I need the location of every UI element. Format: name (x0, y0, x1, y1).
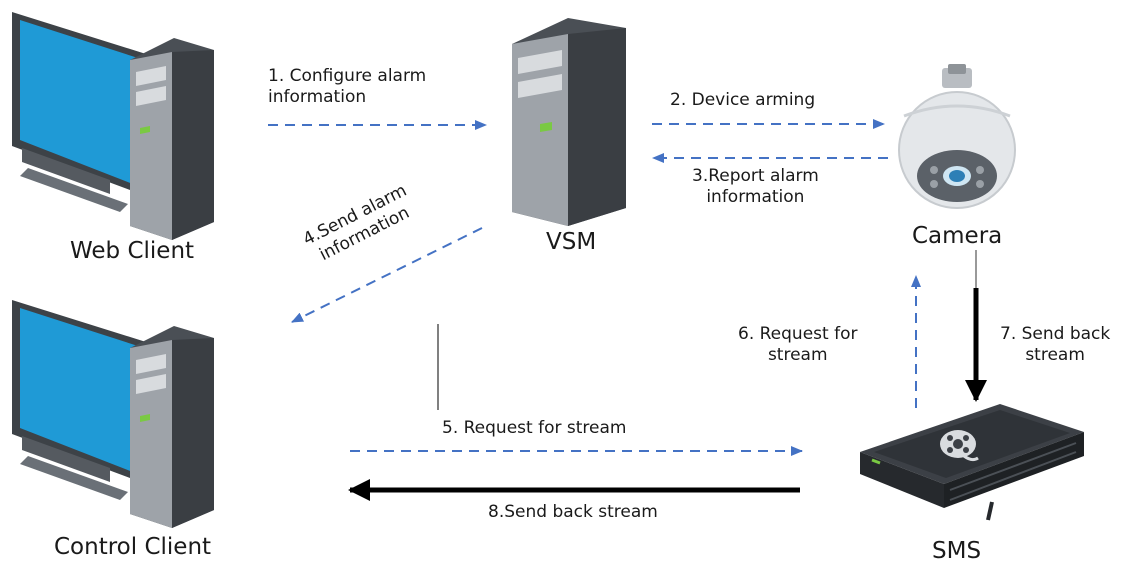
edge-label-7-line-1: 7. Send back (1000, 324, 1111, 344)
edge-label-2: 2. Device arming (670, 90, 815, 111)
sms-label: SMS (932, 538, 982, 564)
control-client-label: Control Client (54, 534, 212, 560)
edge-label-3: 3.Report alarm information (692, 166, 819, 209)
camera-label: Camera (912, 223, 1003, 249)
edge-label-6-line-2: stream (767, 345, 828, 366)
arrow-4-send-alarm (291, 227, 483, 323)
web-client-label: Web Client (70, 238, 195, 264)
edge-label-1: 1. Configure alarm information (268, 66, 426, 109)
edge-label-1-line-1: 1. Configure alarm (268, 66, 427, 86)
dome-camera-icon (898, 64, 1016, 209)
edge-label-6-line-1: 6. Request for (738, 324, 858, 344)
control-client-computer-icon (12, 300, 214, 528)
edge-label-7: 7. Send back stream (1000, 324, 1110, 367)
vsm-label: VSM (546, 229, 597, 255)
edge-label-5: 5. Request for stream (442, 418, 626, 439)
vsm-server-tower-icon (512, 18, 626, 226)
edge-label-7-line-2: stream (1025, 345, 1085, 366)
web-client-computer-icon (12, 12, 214, 240)
edge-label-8-line-1: 8.Send back stream (488, 502, 658, 522)
edge-label-2-line-1: 2. Device arming (670, 90, 816, 110)
edge-label-3-line-1: 3.Report alarm (692, 166, 819, 186)
edge-label-8: 8.Send back stream (488, 502, 658, 523)
edge-label-5-line-1: 5. Request for stream (442, 418, 627, 438)
sms-rack-server-icon (860, 404, 1084, 521)
edge-label-3-line-2: information (706, 187, 805, 208)
edge-label-6: 6. Request for stream (738, 324, 857, 367)
edge-label-1-line-2: information (268, 87, 367, 108)
